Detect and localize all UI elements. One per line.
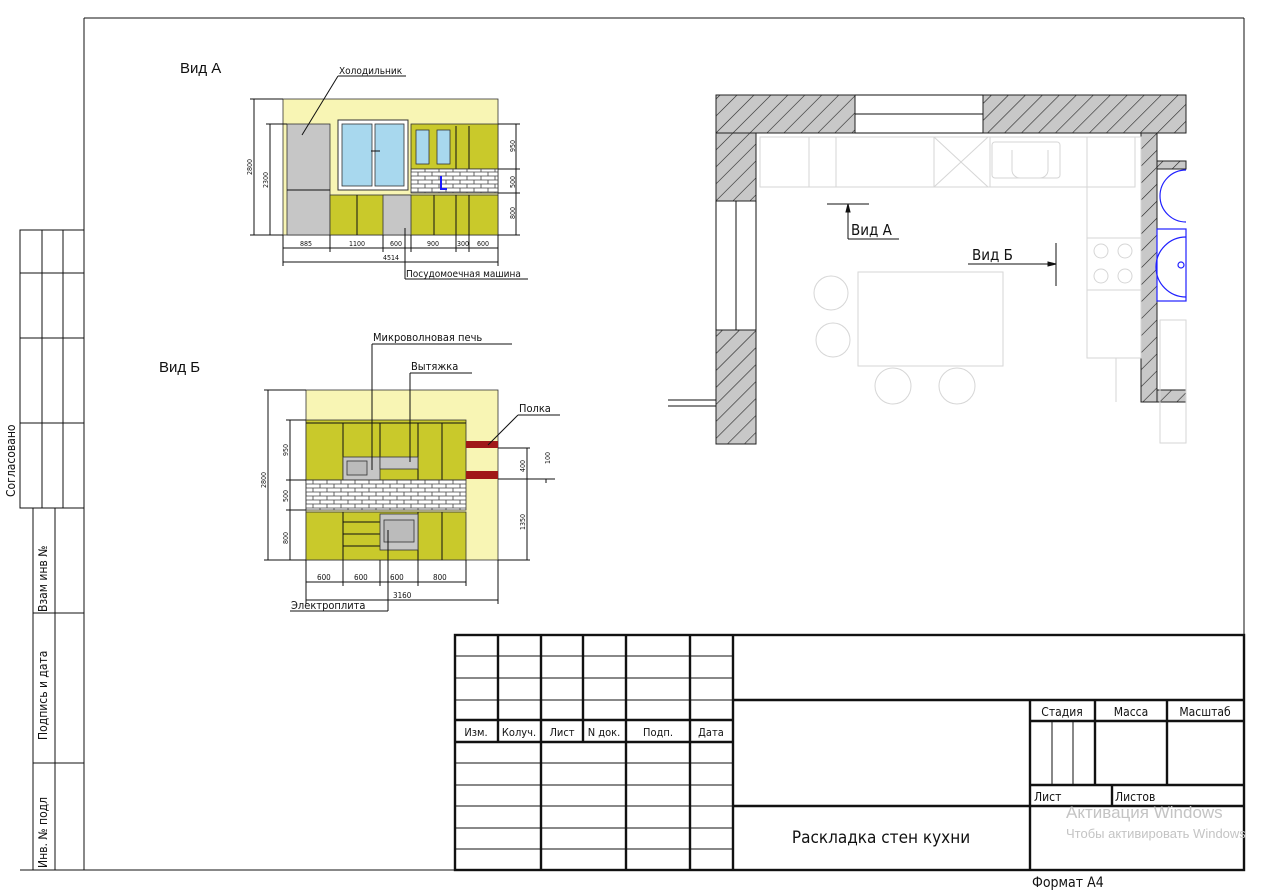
lower-cabinets-a <box>329 194 499 236</box>
dim-b-600c: 600 <box>390 573 404 582</box>
dim-b-100: 100 <box>544 452 552 464</box>
stage-label: Стадия <box>1041 705 1082 719</box>
dim-a-600: 600 <box>390 240 402 248</box>
header-izm: Изм. <box>464 726 487 739</box>
view-b-marker: Вид Б <box>972 246 1013 264</box>
kitchen-plan: Вид А Вид Б <box>668 94 1187 445</box>
view-a-elevation: Вид А <box>180 60 528 280</box>
dim-a-300: 300 <box>457 240 469 248</box>
dim-b-800: 800 <box>433 573 447 582</box>
dim-a-600b: 600 <box>477 240 489 248</box>
dim-b-1350: 1350 <box>519 514 527 530</box>
upper-cabinets-b <box>305 419 467 481</box>
sheet-label: Лист <box>1034 790 1061 804</box>
view-a-title: Вид А <box>180 60 221 77</box>
title-block: Изм. Колуч. Лист N док. Подп. Дата Стади… <box>453 633 1246 891</box>
drawing-title: Раскладка стен кухни <box>792 828 970 848</box>
dim-a-800: 800 <box>509 207 517 219</box>
shelf-lower <box>466 471 498 479</box>
header-ndok: N док. <box>588 726 621 739</box>
backsplash-b <box>305 479 467 511</box>
signature-date-label: Подпись и дата <box>36 651 50 740</box>
hood-label: Вытяжка <box>411 360 458 373</box>
dim-b-400: 400 <box>519 460 527 472</box>
sheets-label: Листов <box>1115 790 1155 804</box>
header-podp: Подп. <box>643 726 673 739</box>
dim-a-2800: 2800 <box>246 159 254 175</box>
dim-a-500: 500 <box>509 176 517 188</box>
format-label: Формат А4 <box>1032 875 1104 891</box>
dim-b-total: 3160 <box>393 591 412 600</box>
dim-b-600a: 600 <box>317 573 331 582</box>
view-a-marker: Вид А <box>851 221 893 239</box>
view-b-title: Вид Б <box>159 359 200 376</box>
scale-label: Масштаб <box>1179 705 1231 719</box>
side-strip: Согласовано Взам инв № Подпись и дата Ин… <box>4 229 85 871</box>
watermark-line2: Чтобы активировать Windows <box>1066 826 1246 841</box>
original-inv-label: Инв. № подл <box>36 797 50 868</box>
view-markers <box>827 203 1057 286</box>
dim-a-950: 950 <box>509 140 517 152</box>
wall-hatched <box>715 94 856 134</box>
dim-a-2300: 2300 <box>262 172 270 188</box>
stove-label: Электроплита <box>291 599 365 612</box>
view-b-elevation: Вид Б 2800 <box>159 331 560 612</box>
fridge <box>286 123 331 236</box>
windows-activation-watermark: Активация Windows Чтобы активировать Win… <box>1066 803 1246 841</box>
dim-a-total: 4514 <box>383 254 399 262</box>
faucet-icon <box>440 176 447 190</box>
dim-a-900: 900 <box>427 240 439 248</box>
dim-a-885: 885 <box>300 240 312 248</box>
header-koluch: Колуч. <box>502 726 536 739</box>
fridge-label: Холодильник <box>339 66 403 77</box>
shelf-upper <box>466 441 498 448</box>
replacement-inv-label: Взам инв № <box>36 546 50 612</box>
mass-label: Масса <box>1114 705 1148 719</box>
agreed-label: Согласовано <box>4 424 18 497</box>
furniture-plan <box>759 136 1187 444</box>
header-data: Дата <box>698 726 724 739</box>
hood <box>379 456 419 470</box>
dishwasher-label: Посудомоечная машина <box>406 269 521 280</box>
window-plan <box>668 94 983 407</box>
dim-b-600b: 600 <box>354 573 368 582</box>
shelf-label: Полка <box>519 402 551 415</box>
microwave-label: Микроволновая печь <box>373 331 482 344</box>
dim-b-950: 950 <box>282 444 290 456</box>
dim-b-2800: 2800 <box>260 472 268 488</box>
header-list: Лист <box>549 726 574 739</box>
bathroom-fixtures <box>1155 169 1187 302</box>
dim-b-500: 500 <box>282 490 290 502</box>
dim-b-800: 800 <box>282 532 290 544</box>
dishwasher <box>382 194 412 236</box>
watermark-line1: Активация Windows <box>1066 803 1223 822</box>
backsplash-a <box>410 168 499 194</box>
dim-a-1100: 1100 <box>349 240 365 248</box>
